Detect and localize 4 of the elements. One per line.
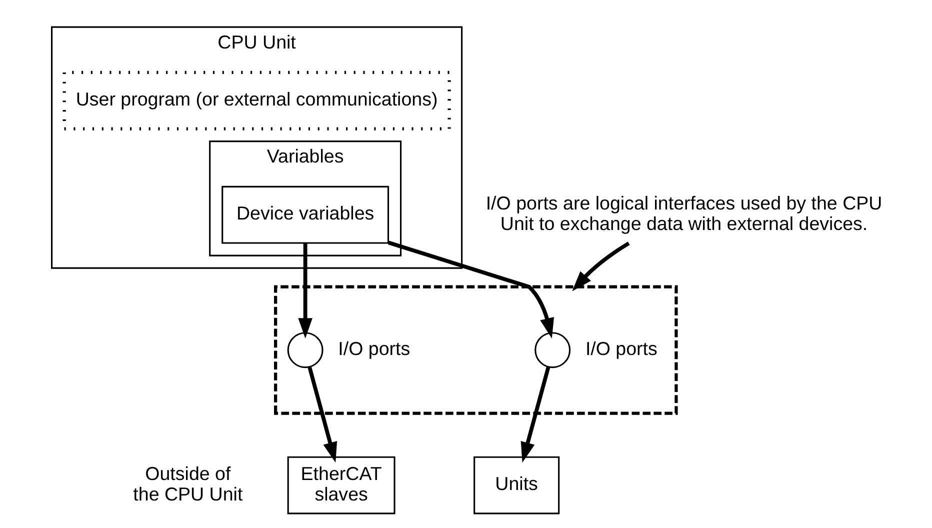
node-text: I/O ports are logical interfaces used by the CPU Unit to exchange data with external devices. xyxy=(485,192,882,234)
node-label: I/O ports xyxy=(584,338,657,359)
node-label: I/O ports xyxy=(338,338,410,359)
label: Outside of the CPU Unit xyxy=(132,462,242,504)
